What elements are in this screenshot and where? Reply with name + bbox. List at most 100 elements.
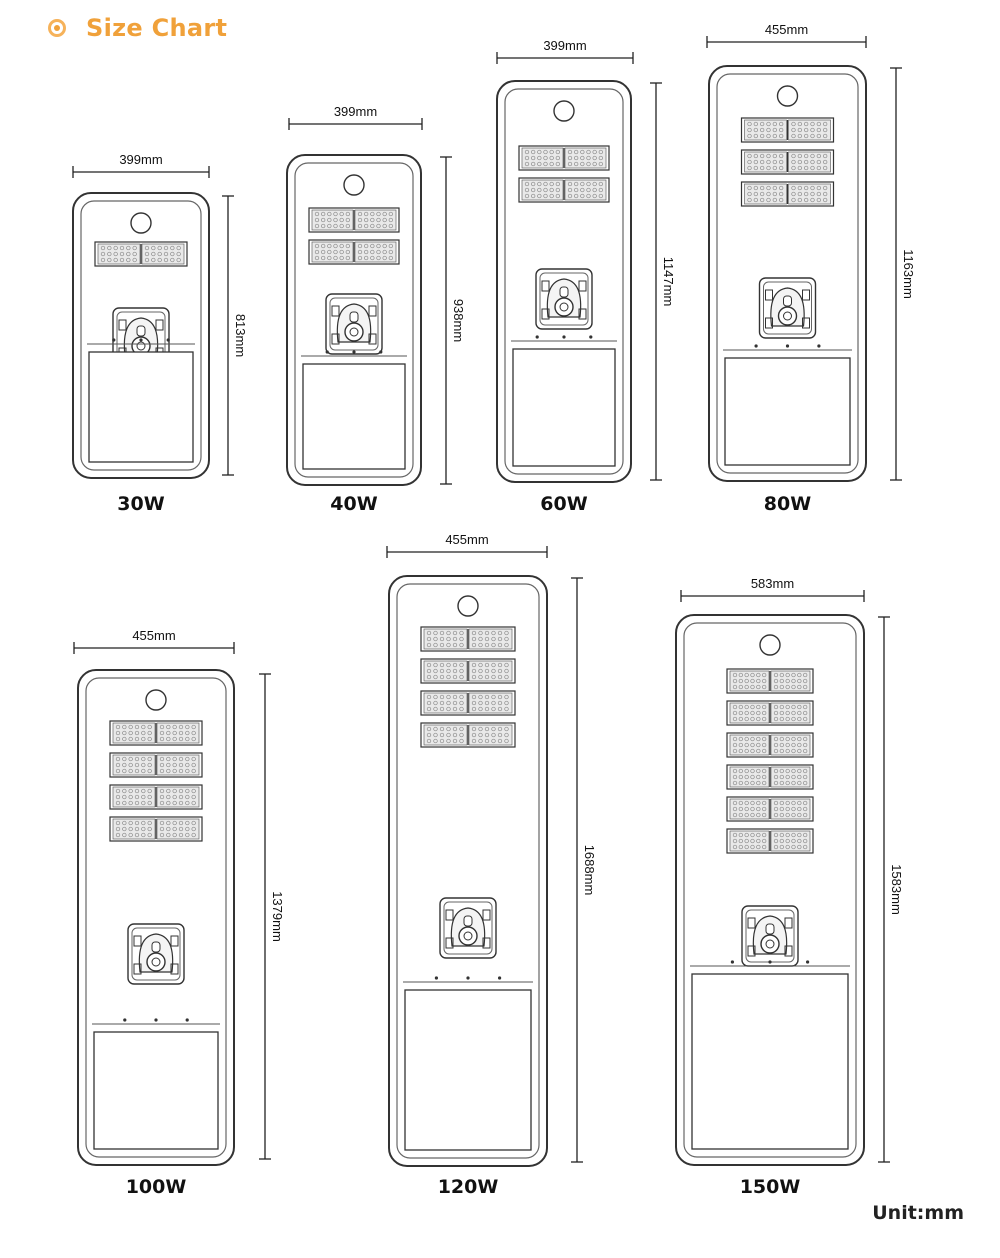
led-chip <box>779 704 784 710</box>
led-chip <box>580 181 585 187</box>
led-chip <box>732 800 738 806</box>
led-chip <box>191 730 196 736</box>
photocell-icon <box>759 634 781 656</box>
led-chip <box>760 121 765 127</box>
led-chip <box>478 674 483 680</box>
led-chip <box>128 768 133 774</box>
led-chip <box>750 838 755 844</box>
led-chip <box>345 211 350 217</box>
lamp-body-inner <box>396 583 540 1159</box>
led-chip <box>791 774 796 780</box>
led-chip <box>753 153 758 159</box>
led-chip <box>762 844 767 850</box>
led-chip <box>134 768 140 774</box>
led-chip <box>426 630 432 636</box>
led-chip <box>762 812 767 818</box>
led-chip <box>484 694 490 700</box>
led-chip <box>497 738 503 744</box>
led-chip <box>762 832 767 838</box>
led-chip <box>132 245 137 251</box>
led-chip <box>178 826 184 832</box>
led-chip <box>122 730 127 736</box>
led-chip <box>497 726 503 732</box>
led-chip <box>159 832 165 838</box>
led-chip <box>159 762 165 768</box>
led-chip <box>339 223 344 229</box>
led-chip <box>357 223 363 229</box>
led-chip <box>100 257 106 263</box>
led-chip <box>744 742 749 748</box>
screw-icon <box>785 344 790 348</box>
led-chip <box>159 736 165 742</box>
led-chip <box>531 181 536 187</box>
led-chip <box>172 756 177 762</box>
led-chip <box>166 820 171 826</box>
led-chip <box>185 762 190 768</box>
photocell-icon <box>457 595 479 617</box>
led-chip <box>314 249 320 255</box>
led-chip <box>159 800 165 806</box>
led-chip <box>772 133 777 139</box>
height-dimension-label: 1688mm <box>582 845 597 896</box>
led-chip <box>773 704 779 710</box>
width-dimension-label: 399mm <box>119 152 162 167</box>
led-chip <box>478 738 483 744</box>
led-chip <box>166 768 171 774</box>
led-chip <box>804 191 809 197</box>
led-chip <box>382 249 387 255</box>
sensor-side-port <box>170 935 179 947</box>
led-chip <box>574 193 579 199</box>
led-chip <box>491 642 496 648</box>
photocell-icon <box>343 174 365 196</box>
led-chip <box>191 788 196 794</box>
led-chip <box>779 197 784 203</box>
led-chip <box>797 806 802 812</box>
led-chip <box>760 127 765 133</box>
led-chip <box>803 704 808 710</box>
led-chip <box>433 694 438 700</box>
led-chip <box>446 642 451 648</box>
led-chip <box>753 191 758 197</box>
led-chip <box>339 249 344 255</box>
led-chip <box>147 730 152 736</box>
led-chip <box>797 800 802 806</box>
led-chip <box>128 724 133 730</box>
led-chip <box>816 191 821 197</box>
led-chip <box>159 820 165 826</box>
led-chip <box>753 121 758 127</box>
led-chip <box>185 756 190 762</box>
led-chip <box>785 736 790 742</box>
led-chip <box>433 738 438 744</box>
led-chip <box>471 662 477 668</box>
led-chip <box>779 159 784 165</box>
sensor-side-port <box>541 308 550 320</box>
screw-icon <box>434 976 438 980</box>
screw-icon <box>817 344 821 348</box>
sensor-side-port <box>368 333 377 345</box>
screw-icon <box>139 338 143 342</box>
led-chip <box>823 159 828 165</box>
led-chip <box>524 187 530 193</box>
sensor-side-port <box>784 917 793 929</box>
led-chip <box>779 748 784 754</box>
led-chip <box>433 732 438 738</box>
led-chip <box>433 668 438 674</box>
led-chip <box>762 748 767 754</box>
led-chip <box>803 716 808 722</box>
led-chip <box>100 251 106 257</box>
led-chip <box>159 756 165 762</box>
led-chip <box>128 820 133 826</box>
led-chip <box>122 724 127 730</box>
led-chip <box>382 255 387 261</box>
led-chip <box>586 193 591 199</box>
led-chip <box>762 800 767 806</box>
led-chip <box>747 197 752 203</box>
led-chip <box>134 832 140 838</box>
led-chip <box>471 636 477 642</box>
led-chip <box>172 768 177 774</box>
led-chip <box>549 181 554 187</box>
width-dimension-label: 455mm <box>445 532 488 547</box>
led-chip <box>364 243 369 249</box>
led-chip <box>738 812 743 818</box>
